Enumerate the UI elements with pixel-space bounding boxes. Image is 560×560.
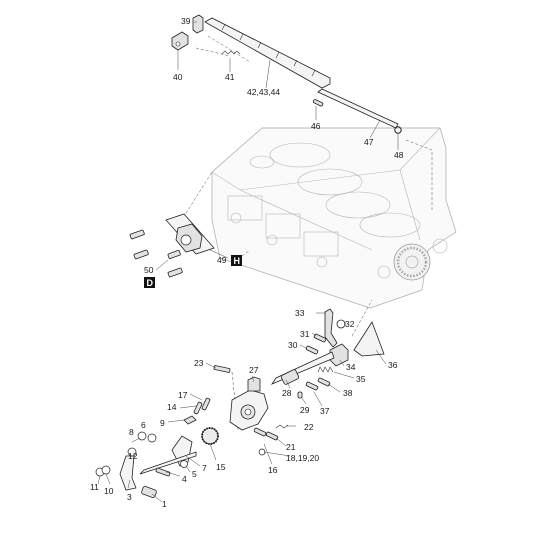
callout-9: 9 xyxy=(160,418,165,428)
callout-35: 35 xyxy=(356,374,366,384)
callout-16: 16 xyxy=(268,465,278,475)
callout-41: 41 xyxy=(225,72,235,82)
callout-50: 50 xyxy=(144,265,154,275)
callout-31: 31 xyxy=(300,329,310,339)
callout-5: 5 xyxy=(192,469,197,479)
callout-29: 29 xyxy=(300,405,310,415)
leader-lines xyxy=(97,21,399,503)
callout-11: 11 xyxy=(90,482,99,492)
badge-h: H xyxy=(231,255,242,266)
callout-47: 47 xyxy=(364,137,374,147)
callout-48: 48 xyxy=(394,150,404,160)
callout-1: 1 xyxy=(162,499,167,509)
right-lever-group xyxy=(270,308,385,399)
callout-28: 28 xyxy=(282,388,292,398)
lower-left-group xyxy=(95,365,289,498)
badge-d: D xyxy=(144,277,155,288)
engine-block xyxy=(211,127,457,309)
callout-6: 6 xyxy=(141,420,146,430)
callout-32: 32 xyxy=(345,319,355,329)
callout-7: 7 xyxy=(202,463,207,473)
rail-assembly xyxy=(171,14,402,134)
callout-8: 8 xyxy=(129,427,134,437)
callout-labels: 39 40 41 42,43,44 46 47 48 49 H 50 D 33 … xyxy=(90,16,404,509)
callout-34: 34 xyxy=(346,362,356,372)
callout-17: 17 xyxy=(178,390,188,400)
callout-14: 14 xyxy=(167,402,177,412)
callout-3: 3 xyxy=(127,492,132,502)
callout-4: 4 xyxy=(182,474,187,484)
callout-15: 15 xyxy=(216,462,226,472)
cover-plate-assembly xyxy=(129,213,215,278)
callout-22: 22 xyxy=(304,422,314,432)
callout-10: 10 xyxy=(104,486,114,496)
badge-h-label: H xyxy=(234,256,241,266)
callout-21: 21 xyxy=(286,442,296,452)
callout-40: 40 xyxy=(173,72,183,82)
callout-38: 38 xyxy=(343,388,353,398)
callout-33: 33 xyxy=(295,308,305,318)
callout-18-19-20: 18,19,20 xyxy=(286,453,319,463)
callout-49: 49 xyxy=(217,255,227,265)
callout-37: 37 xyxy=(320,406,330,416)
callout-12: 12 xyxy=(128,451,138,461)
callout-46: 46 xyxy=(311,121,321,131)
callout-30: 30 xyxy=(288,340,298,350)
badge-d-label: D xyxy=(147,278,154,288)
callout-36: 36 xyxy=(388,360,398,370)
callout-23: 23 xyxy=(194,358,204,368)
callout-42-43-44: 42,43,44 xyxy=(247,87,280,97)
callout-39: 39 xyxy=(181,16,191,26)
callout-27: 27 xyxy=(249,365,259,375)
